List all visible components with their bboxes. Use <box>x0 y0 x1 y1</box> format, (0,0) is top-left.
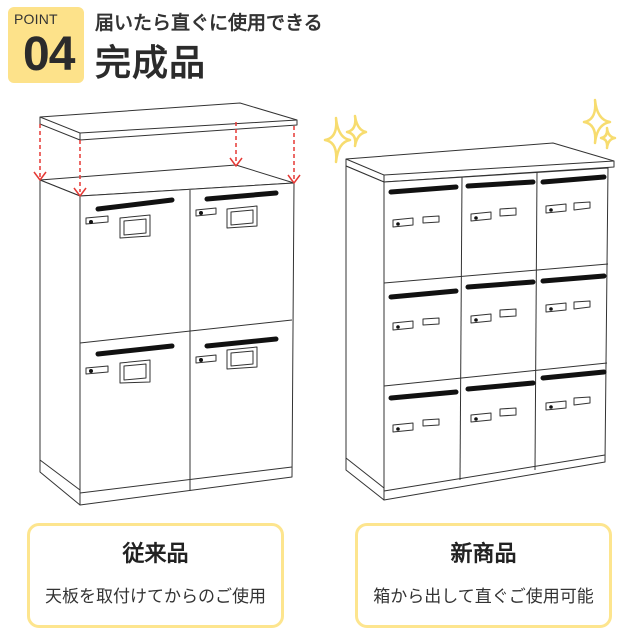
conventional-product-card: 従来品 天板を取付けてからのご使用 <box>27 523 284 628</box>
subtitle: 届いたら直ぐに使用できる <box>95 12 323 34</box>
card-title: 新商品 <box>450 542 517 567</box>
page-title: 完成品 <box>95 43 207 84</box>
card-description: 天板を取付けてからのご使用 <box>45 587 266 607</box>
sparkle-icons <box>323 98 617 164</box>
card-title: 従来品 <box>122 542 189 567</box>
new-product-card: 新商品 箱から出して直ぐご使用可能 <box>355 523 612 628</box>
card-description: 箱から出して直ぐご使用可能 <box>373 587 594 607</box>
point-number: 04 <box>23 28 75 81</box>
attach-arrows <box>39 122 295 192</box>
new-cabinet <box>345 142 615 501</box>
illustration <box>33 98 617 506</box>
point-badge: POINT 04 <box>8 7 84 83</box>
point-label: POINT <box>14 11 58 27</box>
conventional-cabinet <box>33 102 301 506</box>
